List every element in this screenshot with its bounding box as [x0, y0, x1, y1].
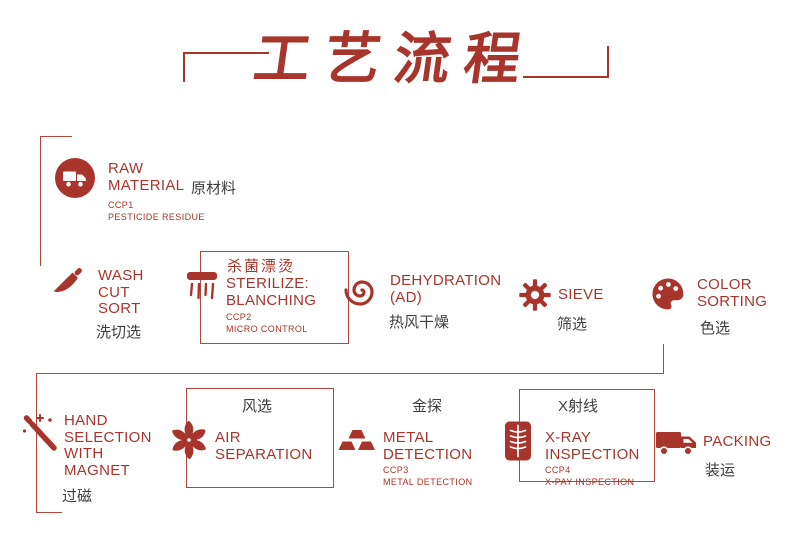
raw-material-truck-icon — [55, 158, 95, 198]
metal-detection-label: METAL DETECTION — [383, 429, 473, 463]
label-line: DETECTION — [383, 445, 473, 463]
label-line: COLOR — [697, 276, 752, 293]
raw-material-zh: 原材料 — [191, 180, 237, 197]
hand-selection-label: HAND SELECTION WITH MAGNET — [64, 412, 152, 479]
packing-label: PACKING — [703, 433, 772, 451]
page-title: 工艺流程 — [249, 26, 540, 92]
ccp-desc: X-PAY INSPECTION — [545, 476, 635, 487]
hand-selection-zh: 过磁 — [62, 488, 93, 505]
color-sorting-label: COLOR SORTING — [697, 276, 768, 310]
air-separation-zh-title: 风选 — [242, 398, 273, 415]
packing-truck-icon — [654, 422, 700, 462]
label-line: SEPARATION — [215, 445, 313, 463]
sterilize-label: STERILIZE: BLANCHING — [226, 275, 317, 309]
dehydration-label: DEHYDRATION (AD) — [390, 272, 502, 306]
metal-detection-zh-title: 金探 — [412, 398, 443, 415]
label-line: STERILIZE: — [226, 275, 310, 292]
label-line: MATERIAL — [108, 176, 185, 194]
sieve-label: SIEVE — [558, 286, 604, 304]
sieve-zh: 筛选 — [557, 316, 588, 333]
palette-icon — [648, 274, 688, 314]
color-sorting-zh: 色选 — [700, 320, 731, 337]
ccp-desc: MICRO CONTROL — [226, 323, 308, 334]
label-line: HAND — [64, 412, 108, 429]
label-line: X-RAY — [545, 429, 592, 446]
wash-cut-sort-label: WASH CUT SORT — [98, 267, 144, 318]
connector-top-v — [40, 136, 41, 266]
ccp-desc: METAL DETECTION — [383, 476, 473, 487]
ccp-desc: PESTICIDE RESIDUE — [108, 211, 205, 222]
connector-mid-h — [36, 373, 664, 374]
raw-material-label: RAW MATERIAL — [108, 160, 185, 194]
title-bracket-left — [183, 52, 269, 82]
sterilizer-icon — [183, 268, 221, 304]
label-line: SIEVE — [558, 286, 604, 303]
ccp-code: CCP3 — [383, 465, 409, 475]
label-line: SELECTION — [64, 428, 152, 446]
metal-detection-ccp: CCP3 METAL DETECTION — [383, 465, 473, 488]
raw-material-ccp: CCP1 PESTICIDE RESIDUE — [108, 200, 205, 223]
connector-left-v — [36, 373, 37, 513]
xray-ccp: CCP4 X-PAY INSPECTION — [545, 465, 634, 488]
label-line: CUT — [98, 283, 130, 301]
ccp-code: CCP4 — [545, 465, 571, 475]
magic-wand-icon — [20, 410, 64, 454]
sieve-gear-icon — [517, 277, 553, 313]
label-line: WITH — [64, 445, 104, 462]
connector-bottom-h — [36, 512, 62, 513]
dehydration-spiral-icon — [342, 270, 382, 310]
label-line: METAL — [383, 429, 434, 446]
packing-zh: 装运 — [705, 462, 736, 479]
ccp-code: CCP2 — [226, 312, 252, 322]
air-separation-label: AIR SEPARATION — [215, 429, 313, 463]
label-line: (AD) — [390, 288, 423, 306]
dehydration-zh: 热风干燥 — [389, 314, 450, 331]
label-line: PACKING — [703, 433, 772, 450]
label-line: DEHYDRATION — [390, 272, 502, 289]
label-line: BLANCHING — [226, 291, 317, 309]
label-line: AIR — [215, 429, 241, 446]
sterilize-zh-title: 杀菌漂烫 — [227, 258, 296, 275]
gold-bars-icon — [335, 424, 379, 460]
label-line: RAW — [108, 160, 144, 177]
label-line: WASH — [98, 267, 144, 284]
xray-label: X-RAY INSPECTION — [545, 429, 640, 463]
label-line: INSPECTION — [545, 445, 640, 463]
connector-top-h — [40, 136, 72, 137]
title-bracket-right — [523, 46, 609, 78]
connector-right-v — [663, 344, 664, 374]
label-line: SORTING — [697, 292, 768, 310]
xray-icon — [497, 419, 539, 463]
wash-cut-sort-zh: 洗切选 — [96, 324, 142, 341]
xray-zh-title: X射线 — [558, 398, 599, 415]
fan-icon — [166, 417, 212, 463]
knife-icon — [47, 261, 89, 303]
sterilize-ccp: CCP2 MICRO CONTROL — [226, 312, 308, 335]
label-line: MAGNET — [64, 461, 130, 479]
ccp-code: CCP1 — [108, 200, 134, 210]
label-line: SORT — [98, 300, 141, 317]
